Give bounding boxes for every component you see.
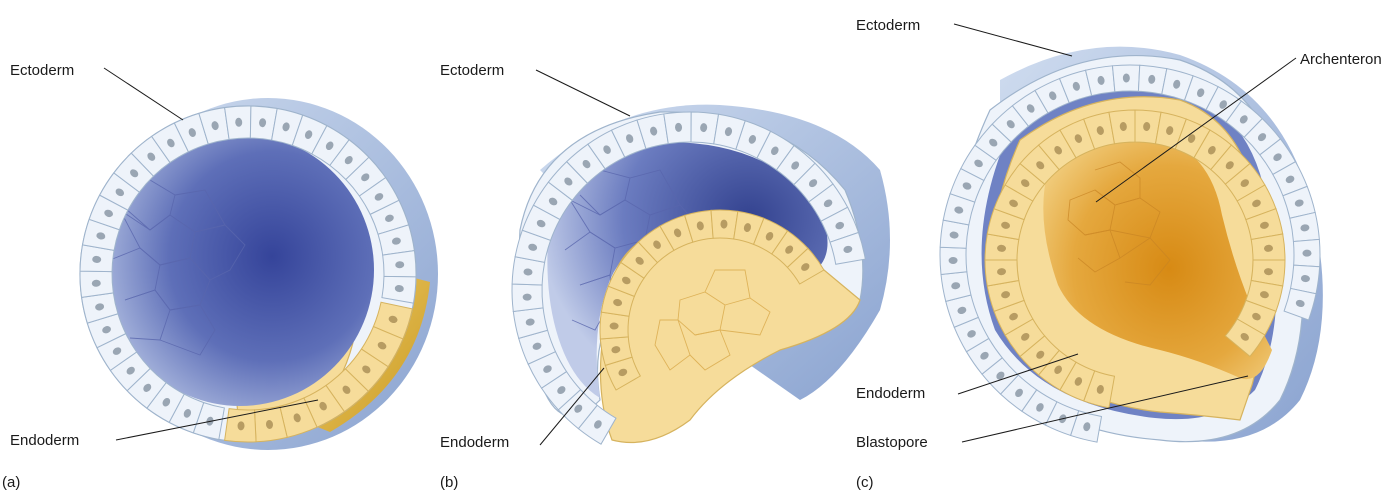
panel-a: Ectoderm Endoderm (a) bbox=[2, 62, 438, 491]
label-endoderm-b: Endoderm bbox=[440, 434, 509, 451]
label-endoderm-c: Endoderm bbox=[856, 385, 925, 402]
panel-c: Ectoderm Archenteron Endoderm Blastopore… bbox=[856, 17, 1382, 491]
label-archenteron-c: Archenteron bbox=[1300, 51, 1382, 68]
leader-ectoderm-b bbox=[536, 70, 630, 116]
panel-label-a: (a) bbox=[2, 474, 20, 491]
label-ectoderm-a: Ectoderm bbox=[10, 62, 74, 79]
label-blastopore-c: Blastopore bbox=[856, 434, 928, 451]
panel-label-c: (c) bbox=[856, 474, 874, 491]
label-endoderm-a: Endoderm bbox=[10, 432, 79, 449]
leader-ectoderm-c bbox=[954, 24, 1072, 56]
label-ectoderm-c: Ectoderm bbox=[856, 17, 920, 34]
panel-label-b: (b) bbox=[440, 474, 458, 491]
panel-b: Ectoderm Endoderm (b) bbox=[440, 62, 890, 491]
leader-ectoderm-a bbox=[104, 68, 183, 120]
label-ectoderm-b: Ectoderm bbox=[440, 62, 504, 79]
